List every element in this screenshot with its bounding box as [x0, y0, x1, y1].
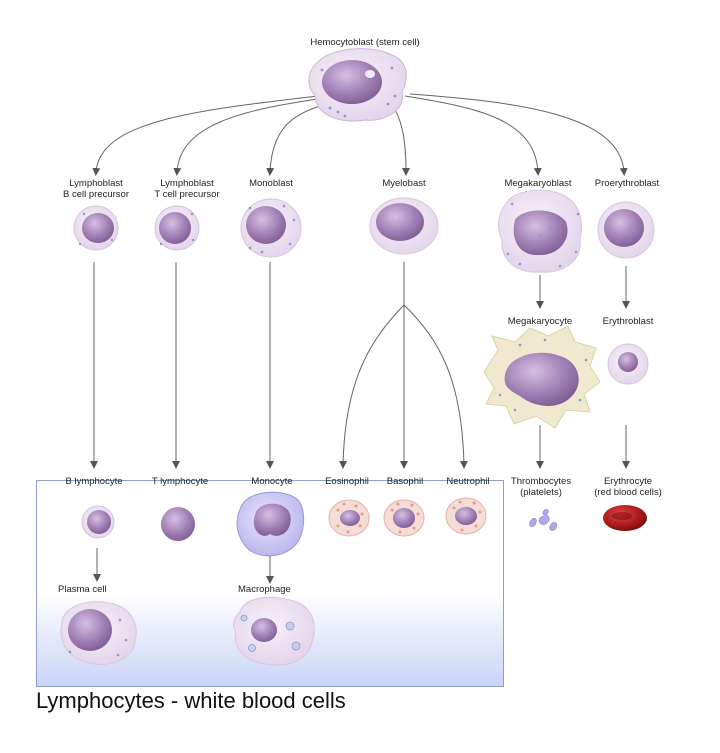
macrophage-cell	[233, 596, 315, 666]
myelobast-cell	[369, 197, 439, 255]
basophil-cell	[383, 499, 425, 537]
arrow-to-megakaryoblast	[404, 95, 542, 176]
monoblast-cell	[240, 198, 302, 258]
neutrophil-cell	[445, 497, 487, 535]
proerythroblast-label: Proerythroblast	[594, 178, 660, 189]
megakaryoblast-label: Megakaryoblast	[504, 178, 572, 189]
hemocytoblast-cell	[308, 48, 407, 122]
thrombocytes-cell	[529, 509, 558, 531]
b-lymphocyte-cell	[81, 505, 115, 539]
arrow-to-proerythroblast	[409, 93, 628, 176]
eosinophil-cell	[328, 499, 370, 537]
monocyte-cell	[236, 491, 305, 557]
megakaryocyte-cell	[483, 325, 601, 429]
proerythroblast-cell	[597, 201, 655, 259]
arrow-to-lymphoblast-b	[92, 95, 319, 176]
basophil-label: Basophil	[386, 476, 424, 487]
t-lymphocyte-cell	[161, 507, 195, 541]
monoblast-label: Monoblast	[249, 178, 293, 189]
plasma-cell	[60, 601, 137, 665]
erythroblast-cell	[607, 343, 649, 385]
thrombocytes-label: Thrombocytes(platelets)	[510, 476, 572, 498]
erythroblast-label: Erythroblast	[602, 316, 654, 327]
arrow-to-neutrophil	[403, 304, 468, 469]
plasma-cell-label: Plasma cell	[58, 584, 107, 595]
lineage-arrows	[90, 93, 630, 584]
hemocytoblast-label: Hemocytoblast (stem cell)	[310, 37, 420, 48]
lymphoblast-t-cell	[154, 205, 200, 251]
myelobast-label: Myelobast	[382, 178, 426, 189]
macrophage-label: Macrophage	[238, 584, 291, 595]
eosinophil-label: Eosinophil	[325, 476, 369, 487]
arrow-to-myelobast	[391, 103, 410, 176]
b-lymphocyte-label: B lymphocyte	[65, 476, 123, 487]
megakaryoblast-cell	[497, 189, 582, 273]
lymphoblast-b-cell	[73, 205, 119, 251]
erythrocyte-label: Erythrocyte(red blood cells)	[594, 476, 662, 498]
neutrophil-label: Neutrophil	[446, 476, 490, 487]
arrow-to-lymphoblast-t	[173, 97, 326, 176]
arrow-to-eosinophil	[339, 304, 405, 469]
diagram-caption: Lymphocytes - white blood cells	[36, 688, 346, 713]
t-lymphocyte-label: T lymphocyte	[151, 476, 209, 487]
megakaryocyte-label: Megakaryocyte	[507, 316, 573, 327]
erythrocyte-cell	[603, 505, 647, 531]
monocyte-label: Monocyte	[251, 476, 293, 487]
